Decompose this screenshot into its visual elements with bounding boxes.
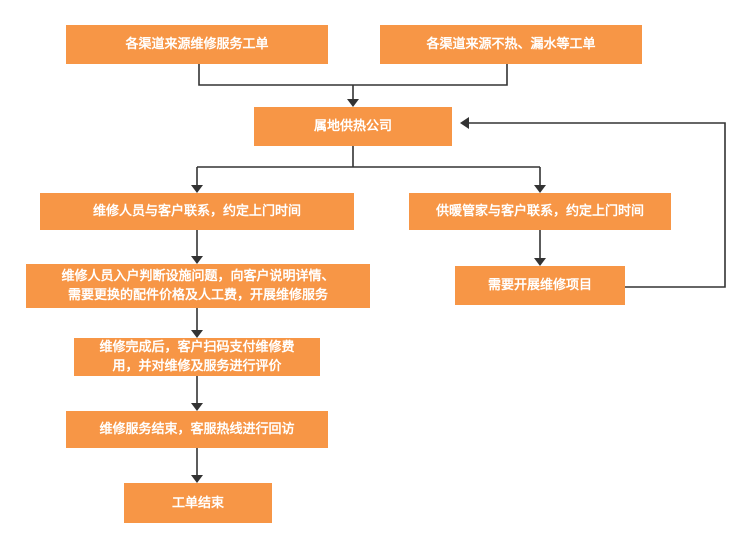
arrowhead-order-end xyxy=(191,475,203,483)
node-order-end: 工单结束 xyxy=(124,483,272,523)
node-service-end: 维修服务结束，客服热线进行回访 xyxy=(66,411,328,448)
arrowhead-service-end xyxy=(191,403,203,411)
node-source-service: 各渠道来源维修服务工单 xyxy=(66,25,328,64)
node-source-service-label: 各渠道来源维修服务工单 xyxy=(125,37,269,52)
node-order-end-label: 工单结束 xyxy=(171,495,224,511)
arrowhead-loop-back xyxy=(460,117,469,129)
node-repair-contact: 维修人员与客户联系，约定上门时间 xyxy=(40,193,354,230)
node-pay-label-line2: 用，并对维修及服务进行评价 xyxy=(112,359,282,374)
node-need-repair: 需要开展维修项目 xyxy=(455,266,625,305)
connector-split xyxy=(197,146,540,168)
arrowhead-local-company xyxy=(347,99,359,107)
connector-source-service xyxy=(198,64,353,86)
node-steward-contact-label: 供暖管家与客户联系，约定上门时间 xyxy=(435,204,644,219)
node-pay-label-line1: 维修完成后，客户扫码支付维修费 xyxy=(99,340,295,355)
node-diagnose: 维修人员入户判断设施问题，向客户说明详情、 需要更换的配件价格及人工费，开展维修… xyxy=(26,264,370,308)
arrowhead-need-repair xyxy=(534,258,546,266)
arrowhead-pay xyxy=(191,330,203,338)
node-service-end-label: 维修服务结束，客服热线进行回访 xyxy=(99,422,295,437)
node-pay: 维修完成后，客户扫码支付维修费 用，并对维修及服务进行评价 xyxy=(74,338,320,376)
arrowhead-repair-contact xyxy=(191,185,203,193)
node-source-heat: 各渠道来源不热、漏水等工单 xyxy=(380,25,642,64)
arrowhead-diagnose xyxy=(191,256,203,264)
arrowhead-steward-contact xyxy=(534,185,546,193)
node-steward-contact: 供暖管家与客户联系，约定上门时间 xyxy=(409,193,671,230)
node-diagnose-label-line1: 维修人员入户判断设施问题，向客户说明详情、 xyxy=(61,269,335,284)
node-repair-contact-label: 维修人员与客户联系，约定上门时间 xyxy=(92,204,301,219)
connector-loop-back xyxy=(468,122,726,288)
node-need-repair-label: 需要开展维修项目 xyxy=(487,278,592,293)
node-local-company: 属地供热公司 xyxy=(254,107,452,146)
node-local-company-label: 属地供热公司 xyxy=(313,119,392,134)
node-diagnose-label-line2: 需要更换的配件价格及人工费，开展维修服务 xyxy=(67,288,328,303)
node-source-heat-label: 各渠道来源不热、漏水等工单 xyxy=(426,37,596,52)
connector-source-heat xyxy=(353,64,508,86)
